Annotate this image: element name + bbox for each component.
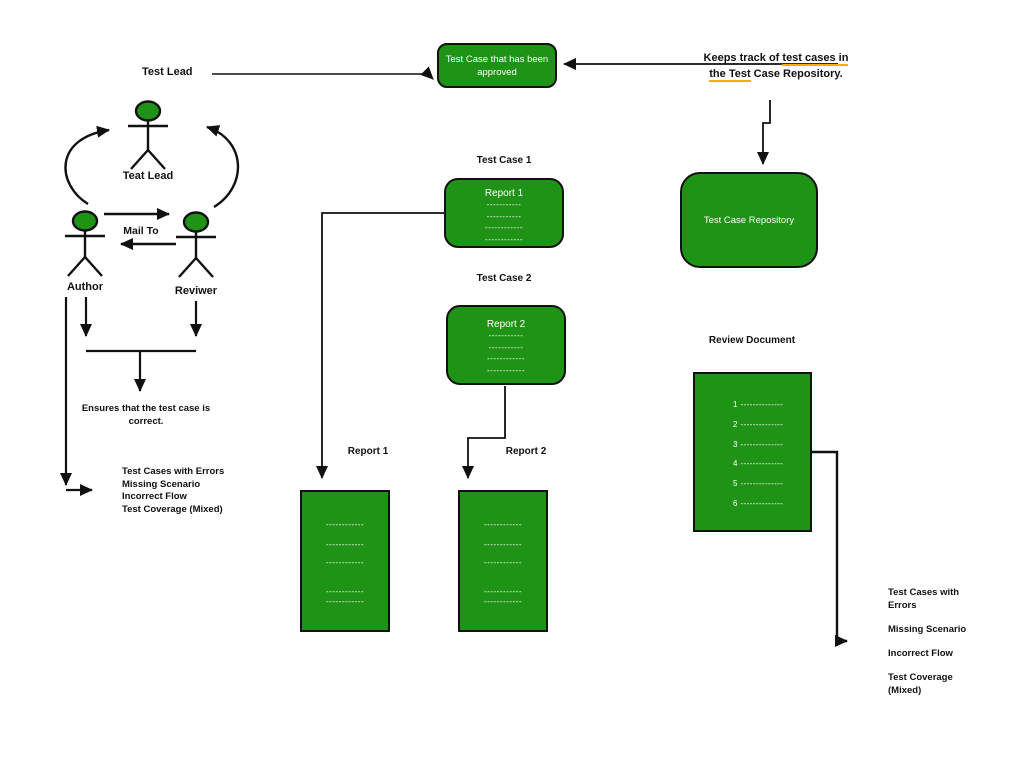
approved-node-line2: approved	[477, 66, 517, 78]
issue-line: Test Coverage (Mixed)	[122, 503, 223, 515]
stick-figure-author	[65, 210, 105, 277]
arrow-keepstrack-to-repository	[757, 100, 771, 165]
test-case-2-node: Report 2 ----------- ----------- -------…	[446, 305, 566, 385]
keeps-track-underlined-2: the Test	[709, 68, 751, 82]
dash-line: ------------	[484, 558, 522, 567]
curved-arrow-author-to-lead	[64, 125, 110, 206]
stick-figure-reviwer	[176, 211, 216, 278]
review-item: 6 --------------	[733, 498, 784, 508]
head-reviwer	[182, 211, 210, 233]
issue-line: Incorrect Flow	[888, 648, 953, 659]
test-case-1-label: Test Case 1	[476, 155, 532, 166]
mail-to-label: Mail To	[123, 225, 159, 237]
dash-line: ------------	[326, 520, 364, 529]
test-case-2-title: Report 2	[486, 319, 526, 330]
test-case-1-title: Report 1	[484, 188, 524, 199]
approved-test-case-node: Test Case that has been approved	[437, 43, 557, 88]
dash-line: ------------	[484, 597, 522, 606]
report-2-document: ------------ ------------ ------------ -…	[458, 490, 548, 632]
keeps-track-note: Keeps track of test cases in the Test Ca…	[690, 50, 862, 82]
dash-line: -----------	[486, 200, 522, 209]
arrow-testcase1-to-report1	[316, 212, 444, 479]
dash-line: ------------	[326, 540, 364, 549]
review-item: 3 --------------	[733, 439, 784, 449]
report-1-document: ------------ ------------ ------------ -…	[300, 490, 390, 632]
issue-line: Test Cases with Errors	[122, 466, 225, 477]
arrow-reviewdoc-to-issues	[812, 450, 848, 647]
repository-label: Test Case Repository	[703, 214, 795, 226]
dash-line: ------------	[484, 587, 522, 596]
issue-line: Incorrect Flow	[122, 491, 187, 503]
ensures-line2: correct.	[128, 415, 164, 427]
head-author	[71, 210, 99, 232]
keeps-track-line2: the Test Case Repository.	[690, 66, 862, 82]
ensures-line1: Ensures that the test case is	[81, 403, 211, 414]
dash-line: ------------	[484, 540, 522, 549]
dash-line: ------------	[326, 587, 364, 596]
dash-line: -----------	[488, 342, 524, 352]
approved-node-line1: Test Case that has been	[445, 53, 549, 65]
test-case-repository-node: Test Case Repository	[680, 172, 818, 268]
review-item: 2 --------------	[733, 419, 784, 429]
dash-line: ------------	[326, 597, 364, 606]
author-label: Author	[66, 281, 104, 293]
issue-line: Test Coverage (Mixed)	[888, 672, 953, 696]
keeps-track-seg1: Keeps track of	[703, 52, 783, 64]
review-item: 1 --------------	[733, 400, 784, 409]
right-issues-list: Test Cases with Errors Missing Scenario …	[888, 586, 983, 708]
dash-line: -----------	[488, 331, 524, 340]
report-1-label: Report 1	[347, 446, 389, 457]
dash-line: ------------	[487, 354, 525, 363]
dash-line: ------------	[485, 223, 523, 232]
teat-lead-label: Teat Lead	[122, 170, 174, 182]
review-item: 4 --------------	[733, 459, 784, 469]
test-case-1-node: Report 1 ----------- ----------- -------…	[444, 178, 564, 248]
ensures-note: Ensures that the test case is correct.	[66, 403, 226, 428]
review-document-label: Review Document	[708, 335, 796, 346]
arrow-testcase2-to-report2	[462, 386, 506, 479]
issue-line: Missing Scenario	[122, 478, 201, 490]
dash-line: ------------	[326, 558, 364, 567]
test-case-2-label: Test Case 2	[476, 273, 532, 284]
dash-line: -----------	[486, 211, 522, 221]
dash-line: ------------	[487, 365, 525, 375]
left-issues-list: Test Cases with Errors Missing Scenario …	[122, 466, 224, 516]
head-teat-lead	[134, 100, 162, 122]
arrow-testlead-to-approved	[212, 66, 434, 80]
keeps-track-underlined-1: test cases in	[782, 52, 849, 66]
keeps-track-line1: Keeps track of test cases in	[690, 50, 862, 66]
dash-line: ------------	[485, 234, 523, 244]
test-lead-label: Test Lead	[142, 66, 193, 78]
report-2-label: Report 2	[505, 446, 547, 457]
review-item: 5 --------------	[733, 479, 784, 489]
review-document-node: 1 -------------- 2 -------------- 3 ----…	[693, 372, 812, 532]
issue-line: Test Cases with Errors	[888, 587, 960, 611]
issue-line: Missing Scenario	[888, 624, 967, 635]
stick-figure-teat-lead	[128, 100, 168, 170]
reviwer-label: Reviwer	[174, 285, 218, 297]
keeps-track-seg4: Case Repository.	[750, 68, 843, 80]
curved-arrow-reviwer-to-lead	[206, 125, 240, 209]
dash-line: ------------	[484, 520, 522, 529]
